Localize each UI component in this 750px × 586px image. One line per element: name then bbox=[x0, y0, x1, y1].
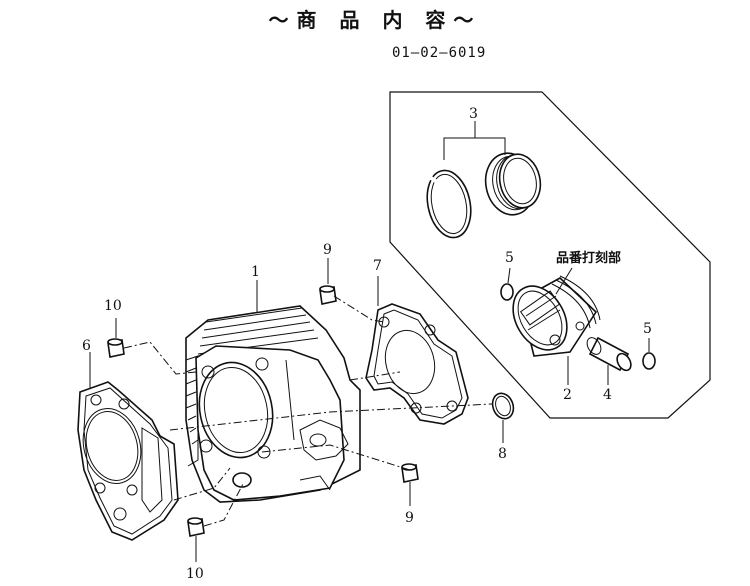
piston-ring-single bbox=[426, 169, 472, 239]
label-part-4: 4 bbox=[603, 387, 612, 403]
o-ring bbox=[491, 392, 515, 420]
piston-ring-set bbox=[484, 152, 542, 216]
dowel-pin-upper bbox=[107, 338, 125, 358]
piston-pin bbox=[586, 336, 632, 372]
circlip-left bbox=[500, 283, 514, 301]
kit-code: 01―02―6019 bbox=[392, 45, 486, 61]
label-part-10-upper: 10 bbox=[104, 298, 122, 314]
dowel-pin-top bbox=[319, 285, 337, 305]
base-gasket bbox=[77, 381, 179, 541]
dowel-pin-lower bbox=[187, 517, 205, 537]
circlip-right bbox=[642, 352, 656, 370]
label-part-10-lower: 10 bbox=[186, 566, 204, 582]
kit-boundary bbox=[389, 91, 711, 419]
dowel-pin-bottom bbox=[401, 463, 419, 483]
cylinder-block bbox=[185, 305, 361, 503]
label-part-5-right: 5 bbox=[643, 321, 652, 337]
label-part-2: 2 bbox=[563, 387, 572, 403]
label-part-7: 7 bbox=[373, 258, 382, 274]
label-part-9-bottom: 9 bbox=[405, 510, 414, 526]
piston bbox=[512, 275, 601, 357]
page-title: ～商 品 内 容～ bbox=[268, 8, 482, 32]
label-part-8: 8 bbox=[498, 446, 507, 462]
label-part-1: 1 bbox=[251, 264, 260, 280]
alignment-lines bbox=[123, 295, 493, 527]
label-part-6: 6 bbox=[82, 338, 91, 354]
stamp-note: 品番打刻部 bbox=[556, 250, 621, 266]
label-part-5-left: 5 bbox=[505, 250, 514, 266]
label-part-3: 3 bbox=[469, 106, 478, 122]
label-part-9-top: 9 bbox=[323, 242, 332, 258]
head-gasket bbox=[365, 303, 469, 425]
